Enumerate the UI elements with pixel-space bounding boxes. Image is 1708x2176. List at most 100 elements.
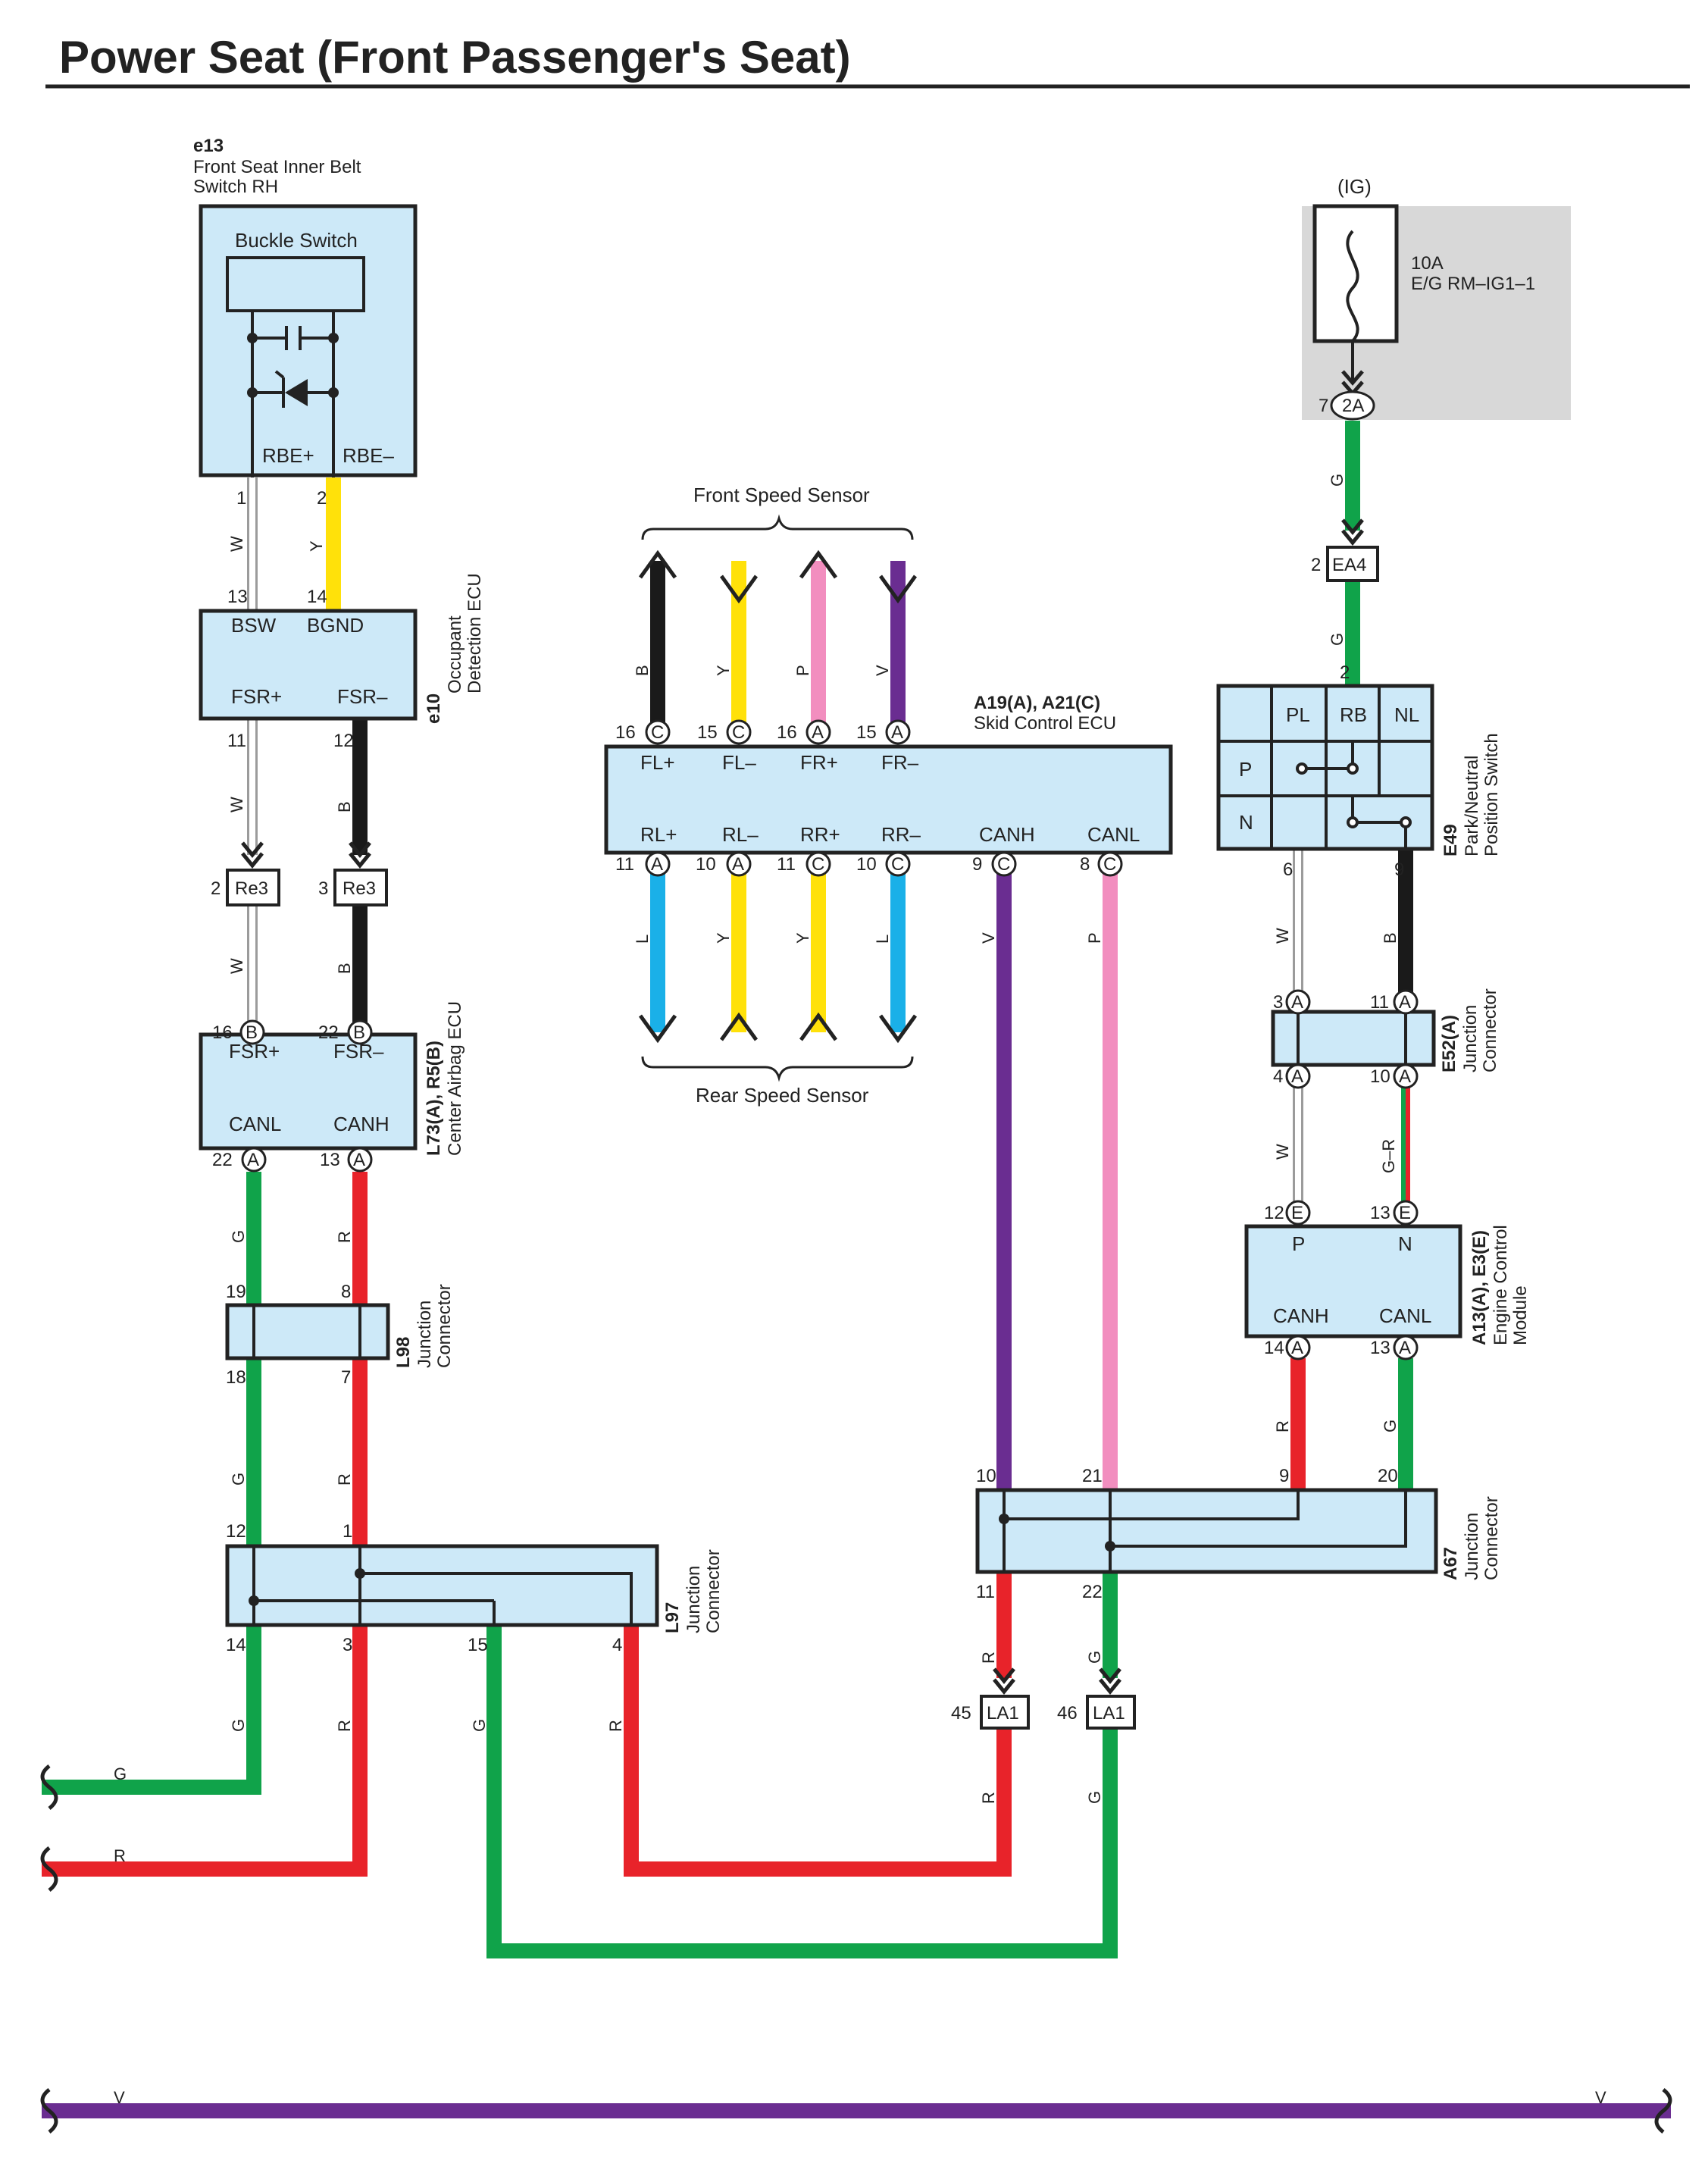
a19-code: A19(A), A21(C) bbox=[974, 693, 1100, 713]
svg-text:12: 12 bbox=[333, 731, 354, 751]
l73-desc1: Center Airbag ECU bbox=[445, 1001, 465, 1156]
break-mark bbox=[40, 1846, 58, 1892]
a13-desc1: Engine Control bbox=[1491, 1225, 1511, 1345]
e13-code: e13 bbox=[193, 136, 224, 156]
svg-text:1: 1 bbox=[236, 488, 246, 509]
svg-text:14: 14 bbox=[1264, 1338, 1284, 1358]
l73-canh: CANH bbox=[333, 1113, 389, 1135]
e13-pin-rbe-plus: RBE+ bbox=[262, 444, 314, 467]
svg-text:22: 22 bbox=[212, 1150, 233, 1170]
break-mark bbox=[1654, 2088, 1672, 2134]
svg-text:Y: Y bbox=[307, 540, 326, 552]
svg-text:G: G bbox=[229, 1719, 248, 1732]
connector-ea4: EA4 bbox=[1326, 518, 1379, 582]
pin-numbers: 1 2 13 14 11 12 2 3 16 22 22 13 19 8 18 … bbox=[211, 396, 1404, 1724]
svg-text:G: G bbox=[470, 1719, 489, 1732]
svg-text:G: G bbox=[1085, 1791, 1104, 1804]
svg-text:9: 9 bbox=[1394, 859, 1404, 880]
svg-text:10: 10 bbox=[856, 854, 877, 875]
svg-text:12: 12 bbox=[1264, 1203, 1284, 1223]
e10-bsw: BSW bbox=[231, 614, 277, 637]
svg-text:15: 15 bbox=[697, 722, 718, 743]
switch-icon bbox=[1296, 741, 1412, 849]
fuse-conn-2a: 2A bbox=[1342, 396, 1364, 416]
svg-text:8: 8 bbox=[341, 1282, 351, 1302]
pin-letter: A bbox=[1291, 992, 1303, 1013]
component-l97: L97 Junction Connector bbox=[225, 1544, 724, 1633]
pin-letter: A bbox=[1291, 1338, 1303, 1358]
component-l73: FSR+ FSR– CANL CANH L73(A), R5(B) Center… bbox=[199, 1001, 465, 1156]
pin-letter: C bbox=[812, 854, 824, 875]
e10-fsr-plus: FSR+ bbox=[231, 685, 282, 708]
svg-text:11: 11 bbox=[777, 854, 796, 875]
e49-desc1: Park/Neutral bbox=[1462, 756, 1482, 856]
e49-p: P bbox=[1239, 758, 1252, 781]
pin-letter: E bbox=[1291, 1203, 1303, 1223]
svg-text:Y: Y bbox=[714, 932, 733, 944]
svg-text:2: 2 bbox=[1311, 555, 1321, 575]
svg-text:45: 45 bbox=[951, 1703, 971, 1724]
front-speed-sensor: Front Speed Sensor bbox=[638, 484, 918, 724]
svg-text:10: 10 bbox=[696, 854, 716, 875]
l73-box bbox=[199, 1032, 418, 1151]
e10-desc1: Occupant bbox=[445, 615, 465, 694]
e13-pin-rbe-minus: RBE– bbox=[343, 444, 394, 467]
e10-code: e10 bbox=[424, 694, 444, 724]
e10-box bbox=[199, 609, 418, 721]
svg-text:2: 2 bbox=[211, 878, 221, 899]
e13-desc2: Switch RH bbox=[193, 177, 278, 197]
svg-text:16: 16 bbox=[615, 722, 636, 743]
svg-text:15: 15 bbox=[856, 722, 877, 743]
e10-bgnd: BGND bbox=[307, 614, 364, 637]
component-e13: e13 Front Seat Inner Belt Switch RH Buck… bbox=[193, 136, 418, 477]
buckle-switch-rect bbox=[226, 256, 365, 312]
pin-letter: B bbox=[246, 1022, 258, 1043]
component-e10: BSW BGND FSR+ FSR– e10 Occupant Detectio… bbox=[199, 573, 485, 724]
pin-letter: A bbox=[1399, 992, 1411, 1013]
wire-breaks bbox=[40, 1764, 1672, 2134]
svg-text:R: R bbox=[335, 1473, 354, 1486]
svg-text:G: G bbox=[1381, 1420, 1400, 1432]
svg-text:R: R bbox=[114, 1846, 126, 1865]
a13-canl: CANL bbox=[1379, 1304, 1431, 1327]
zener-icon bbox=[285, 379, 308, 406]
fuse-ig: (IG) bbox=[1337, 175, 1372, 198]
a19-rl-minus: RL– bbox=[722, 823, 759, 846]
l73-canl: CANL bbox=[229, 1113, 281, 1135]
svg-text:V: V bbox=[873, 665, 892, 676]
break-mark bbox=[40, 1764, 58, 1810]
svg-text:G: G bbox=[1085, 1651, 1104, 1664]
svg-text:9: 9 bbox=[1279, 1466, 1289, 1486]
e10-fsr-minus: FSR– bbox=[337, 685, 388, 708]
svg-text:V: V bbox=[979, 932, 998, 944]
component-a13: P N CANH CANL A13(A), E3(E) Engine Contr… bbox=[1244, 1224, 1531, 1345]
a13-box bbox=[1244, 1224, 1462, 1338]
svg-text:11: 11 bbox=[1370, 992, 1389, 1013]
svg-text:4: 4 bbox=[1273, 1066, 1283, 1087]
a13-desc2: Module bbox=[1510, 1285, 1531, 1345]
rear-speed-sensor: Rear Speed Sensor bbox=[638, 872, 918, 1107]
svg-text:7: 7 bbox=[341, 1367, 351, 1388]
svg-text:W: W bbox=[1273, 1144, 1292, 1160]
svg-text:15: 15 bbox=[468, 1635, 488, 1655]
pin-letter: A bbox=[247, 1150, 259, 1170]
l98-code: L98 bbox=[393, 1337, 414, 1368]
svg-text:4: 4 bbox=[612, 1635, 622, 1655]
ea4-label: EA4 bbox=[1332, 555, 1366, 575]
pin-letter: A bbox=[651, 854, 663, 875]
svg-text:G: G bbox=[229, 1473, 248, 1486]
pin-letter: A bbox=[1399, 1338, 1411, 1358]
svg-text:20: 20 bbox=[1378, 1466, 1398, 1486]
rear-sensor-label: Rear Speed Sensor bbox=[696, 1084, 869, 1107]
pin-letter: A bbox=[1291, 1066, 1303, 1087]
component-a19: A19(A), A21(C) Skid Control ECU FL+ FL– … bbox=[604, 693, 1173, 855]
svg-text:P: P bbox=[1085, 932, 1104, 944]
component-a67: A67 Junction Connector bbox=[975, 1488, 1502, 1580]
wire-g-l97-left bbox=[42, 1625, 261, 1795]
svg-text:14: 14 bbox=[226, 1635, 246, 1655]
svg-text:11: 11 bbox=[227, 731, 246, 751]
svg-text:G: G bbox=[1328, 633, 1347, 646]
a19-fl-minus: FL– bbox=[722, 751, 756, 774]
component-l98: L98 Junction Connector bbox=[225, 1284, 455, 1368]
